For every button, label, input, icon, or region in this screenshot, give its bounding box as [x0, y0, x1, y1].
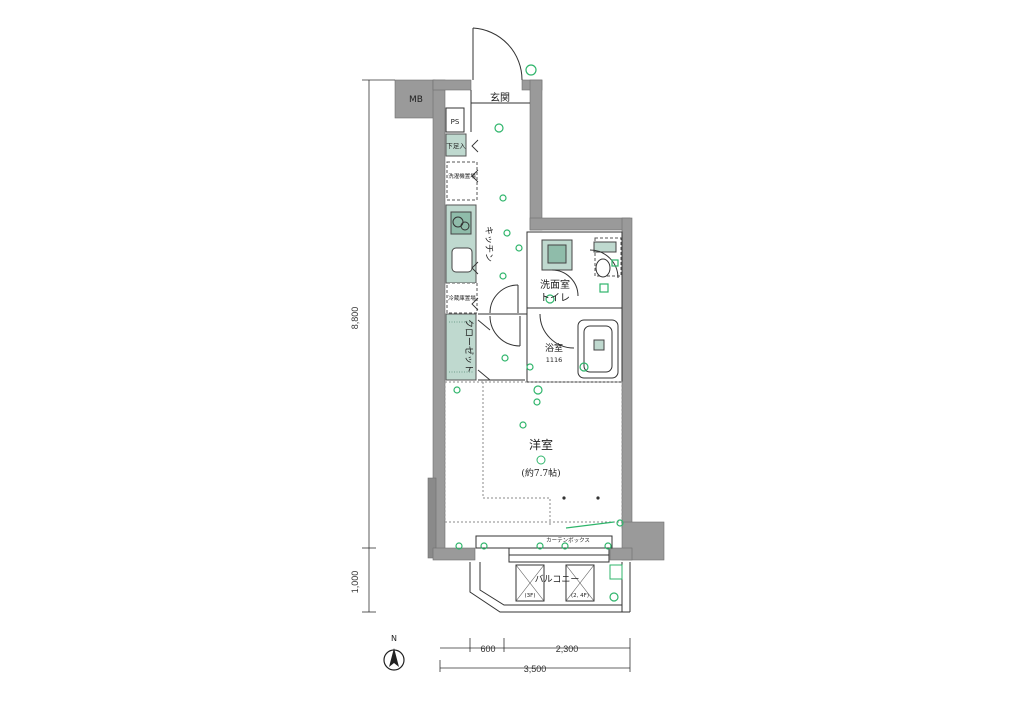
outlets — [453, 64, 624, 602]
western-room-label: 洋室 — [529, 437, 553, 452]
dim-width-total: 3,500 — [524, 664, 547, 674]
dim-width-a: 600 — [480, 644, 495, 654]
kitchen-label: キッチン — [483, 226, 494, 262]
dimension-lines — [362, 79, 631, 672]
ps-label: PS — [451, 118, 460, 126]
mb-label: MB — [409, 95, 423, 105]
curtain-box-label: カーテンボックス — [546, 536, 590, 544]
dots — [562, 496, 600, 500]
entrance-label: 玄関 — [490, 91, 510, 104]
bathroom-label: 浴室 — [545, 342, 563, 354]
doors — [472, 27, 619, 349]
balcony-label: バルコニー — [535, 574, 580, 585]
corridor-right-wall — [529, 79, 543, 231]
washroom-label: 洗面室 — [540, 278, 570, 291]
dim-depth-main: 8,800 — [350, 307, 360, 330]
folding-door-marks — [471, 139, 491, 381]
washer-place-label: 洗濯機置場 — [448, 172, 476, 180]
dim-width-b: 2,300 — [556, 644, 579, 654]
north-arrow-icon — [383, 648, 405, 671]
mb-wall — [394, 79, 436, 119]
north-label: N — [391, 634, 397, 643]
toilet-label: トイレ — [540, 293, 570, 304]
shoe-box-label: 下足入 — [446, 142, 466, 150]
unit-2-4f-label: (2, 4F) — [571, 593, 589, 599]
walls — [394, 79, 665, 561]
dim-depth-balcony: 1,000 — [350, 571, 360, 594]
bath-size-label: 1116 — [546, 356, 563, 364]
closet-label: クローゼット — [463, 319, 475, 373]
western-room-area: (約7.7帖) — [521, 467, 560, 479]
unit-3f-label: (3F) — [525, 593, 536, 599]
fridge-place-label: 冷蔵庫置場 — [448, 294, 476, 302]
right-wall — [621, 217, 633, 529]
interior-lines — [444, 90, 631, 613]
